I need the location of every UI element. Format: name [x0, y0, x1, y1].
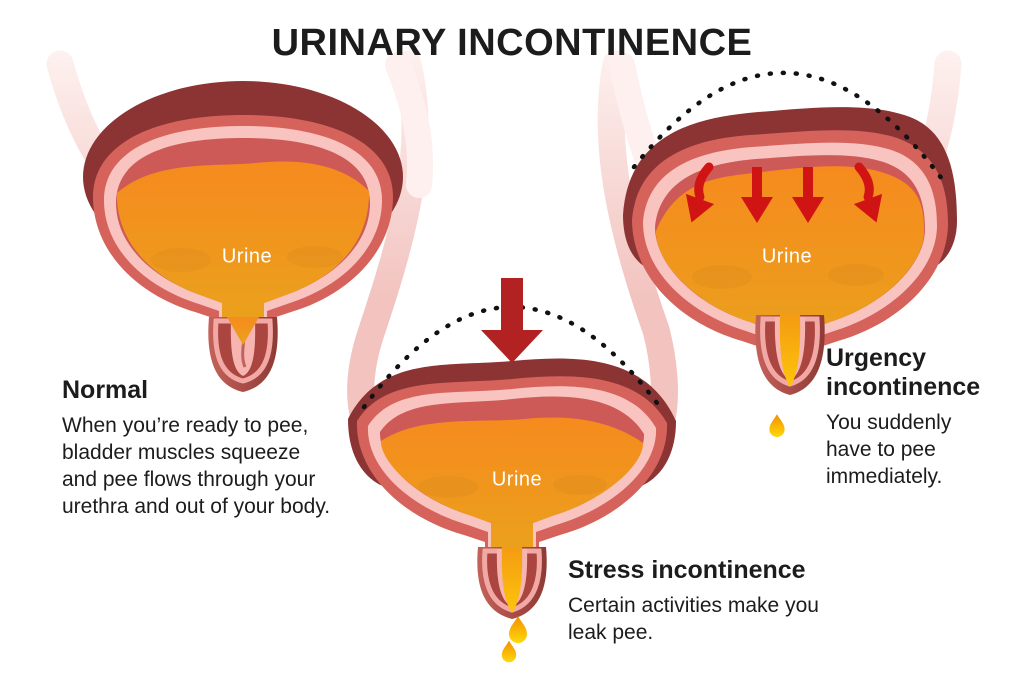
urine-stream	[779, 315, 801, 387]
urine-pool	[655, 166, 925, 362]
bladder-normal	[83, 52, 434, 392]
urine-pool	[380, 417, 644, 561]
urine-shading	[287, 246, 343, 268]
bladder-urgency	[609, 52, 957, 438]
urine-shading	[692, 265, 752, 289]
stress-heading: Stress incontinence	[568, 556, 806, 584]
straight-arrow	[792, 167, 824, 223]
urine-drop	[769, 414, 785, 438]
urine-drop	[509, 616, 527, 643]
page-title: URINARY INCONTINENCE	[271, 22, 753, 64]
ureter-long-right-of-stress-bladder	[597, 50, 678, 432]
urine-pool	[116, 161, 370, 333]
normal-text-block: Normal When you’re ready to pee,bladder …	[62, 376, 382, 520]
urine-drop	[501, 640, 517, 663]
urine-label-urgency: Urine	[761, 245, 813, 268]
squeeze-arrows	[685, 162, 883, 223]
curved-arrow-left	[694, 162, 714, 202]
bladder-stress	[348, 278, 676, 663]
urine-stream	[501, 547, 523, 613]
curved-arrow-right-head	[853, 193, 883, 223]
curved-arrow-right	[854, 162, 874, 202]
urine-label-stress: Urine	[491, 468, 543, 491]
urine-label-normal: Urine	[221, 245, 273, 268]
straight-arrow	[741, 167, 773, 223]
urine-shading	[151, 248, 211, 272]
stress-text-block: Stress incontinence Certain activities m…	[568, 556, 868, 646]
curved-arrow-left-head	[685, 193, 715, 223]
urine-funnel	[227, 317, 259, 345]
pressure-arrow	[481, 278, 543, 363]
normal-heading: Normal	[62, 376, 149, 404]
urine-shading	[553, 475, 607, 495]
ureter-right-of-normal-bladder	[385, 52, 434, 198]
urine-shading	[828, 264, 884, 286]
normal-description: When you’re ready to pee,bladder muscles…	[62, 414, 331, 518]
urine-shading	[418, 476, 478, 498]
